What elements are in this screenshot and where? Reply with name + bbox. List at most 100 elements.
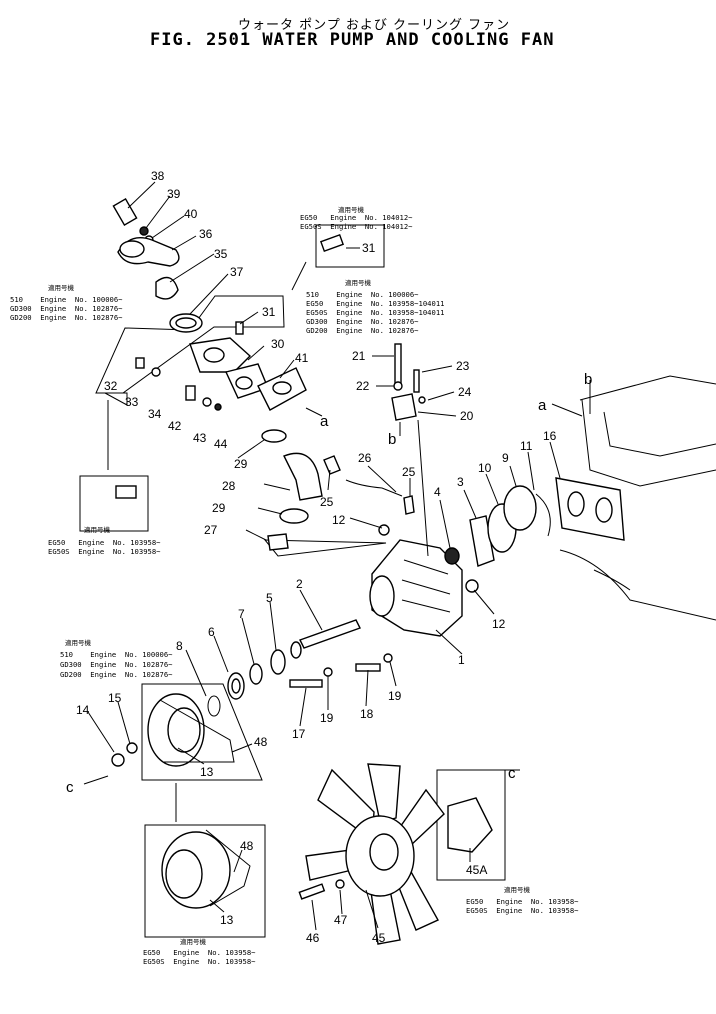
callout-11: 11	[520, 439, 533, 453]
plate-9	[503, 485, 537, 531]
callout-19: 19	[388, 689, 402, 703]
bracket-20	[391, 393, 417, 421]
legend-line: EG50S Engine No. 104012~	[300, 222, 413, 231]
pump-rib	[401, 579, 451, 595]
bolt-42	[185, 385, 196, 401]
callout-12: 12	[332, 513, 346, 527]
callout-29b: 29	[212, 501, 226, 515]
letter-a-right: a	[538, 397, 547, 414]
engine-edge	[579, 375, 716, 401]
callout-1: 1	[458, 653, 465, 667]
callout-24: 24	[458, 385, 472, 399]
pulley-hub	[167, 707, 201, 753]
leader-lines	[83, 181, 591, 931]
bolt-18	[355, 663, 381, 672]
callout-21: 21	[352, 349, 366, 363]
letter-b-left: b	[388, 431, 396, 448]
engine-edge	[581, 399, 716, 487]
washer-19b	[383, 653, 393, 663]
legend-line: 510 Engine No. 100006~	[306, 290, 419, 299]
callout-7: 7	[238, 607, 245, 621]
callout-36: 36	[199, 227, 213, 241]
hoses	[261, 429, 415, 551]
callout-14: 14	[76, 703, 90, 717]
legend-line: GD200 Engine No. 102876~	[60, 670, 173, 679]
nut-12b	[465, 579, 479, 593]
fitting-25	[323, 455, 341, 475]
callout-13: 13	[200, 765, 214, 779]
callout-48: 48	[254, 735, 268, 749]
washer-44	[214, 403, 222, 411]
legend-line: EG50S Engine No. 103958~	[143, 957, 256, 966]
part-32-frame	[79, 475, 149, 532]
callout-27: 27	[204, 523, 218, 537]
legend-line: EG50 Engine No. 103958~	[143, 948, 256, 957]
clamp-29a	[261, 429, 287, 443]
callout-22: 22	[356, 379, 370, 393]
legend-header: 適用号機	[180, 937, 207, 946]
legend-line: EG50S Engine No. 103958~	[48, 547, 161, 556]
legend-line: 510 Engine No. 100006~	[10, 295, 123, 304]
callout-37: 37	[230, 265, 244, 279]
bolt-21	[394, 343, 402, 385]
engine-edge	[559, 549, 716, 621]
letter-c: c	[66, 779, 74, 796]
legend-line: EG50 Engine No. 103958~	[48, 538, 161, 547]
legend-header: 適用号機	[65, 638, 92, 647]
fan-spacer-45a	[447, 797, 493, 853]
callout-39: 39	[167, 187, 181, 201]
callout-48b: 48	[240, 839, 254, 853]
engine-block-outline	[559, 375, 716, 621]
callout-2: 2	[296, 577, 303, 591]
legend-line: GD200 Engine No. 102876~	[10, 313, 123, 322]
callout-8: 8	[176, 639, 183, 653]
letter-a: a	[320, 413, 329, 430]
pulley-assembly	[111, 693, 251, 909]
washer-15	[126, 742, 138, 754]
callout-12b: 12	[492, 617, 506, 631]
water-pump	[369, 477, 625, 637]
washer-39	[139, 226, 149, 236]
legend-left-mid: 適用号機 EG50 Engine No. 103958~ EG50S Engin…	[48, 525, 161, 556]
figure-title-japanese: ウォータ ポンプ および クーリング ファン	[238, 18, 511, 33]
pump-bore	[369, 575, 395, 617]
outlet-opening	[119, 240, 145, 258]
thermostat-35	[155, 276, 179, 300]
thermostat-assembly	[112, 198, 345, 499]
callout-32: 32	[104, 379, 118, 393]
bearing-5	[270, 649, 286, 675]
shaft-2	[299, 619, 361, 649]
washer-47	[335, 879, 345, 889]
case-opening	[203, 347, 225, 363]
callout-41: 41	[295, 351, 309, 365]
callout-25b: 25	[320, 495, 334, 509]
legend-header: 適用号機	[48, 283, 75, 292]
legend-line: GD300 Engine No. 102876~	[10, 304, 123, 313]
legend-header: 適用号機	[504, 885, 531, 894]
callout-45a: 45A	[466, 863, 487, 877]
bolt-33	[135, 357, 145, 369]
sensor-32	[115, 485, 137, 499]
legend-top-right: 適用号機 EG50 Engine No. 104012~ EG50S Engin…	[300, 205, 413, 231]
fan-center	[369, 833, 399, 871]
pipe-26	[345, 479, 403, 497]
callout-34: 34	[148, 407, 162, 421]
gasket-30b-hole	[235, 376, 253, 390]
callout-43: 43	[193, 431, 207, 445]
callout-46: 46	[306, 931, 320, 945]
legend-header: 適用号機	[338, 205, 365, 214]
ring-11	[535, 493, 551, 537]
fan-blade	[305, 849, 353, 881]
callout-42: 42	[168, 419, 182, 433]
legend-line: GD200 Engine No. 102876~	[306, 326, 419, 335]
legend-header: 適用号機	[84, 525, 111, 534]
figure-title: FIG. 2501 WATER PUMP AND COOLING FAN	[150, 30, 555, 50]
sensor-31	[235, 321, 244, 335]
pulley-alt-hub	[165, 849, 203, 899]
letter-b: b	[584, 371, 592, 388]
callout-25: 25	[402, 465, 416, 479]
callout-6: 6	[208, 625, 215, 639]
callout-13b: 13	[220, 913, 234, 927]
legend-line: GD300 Engine No. 102876~	[60, 660, 173, 669]
